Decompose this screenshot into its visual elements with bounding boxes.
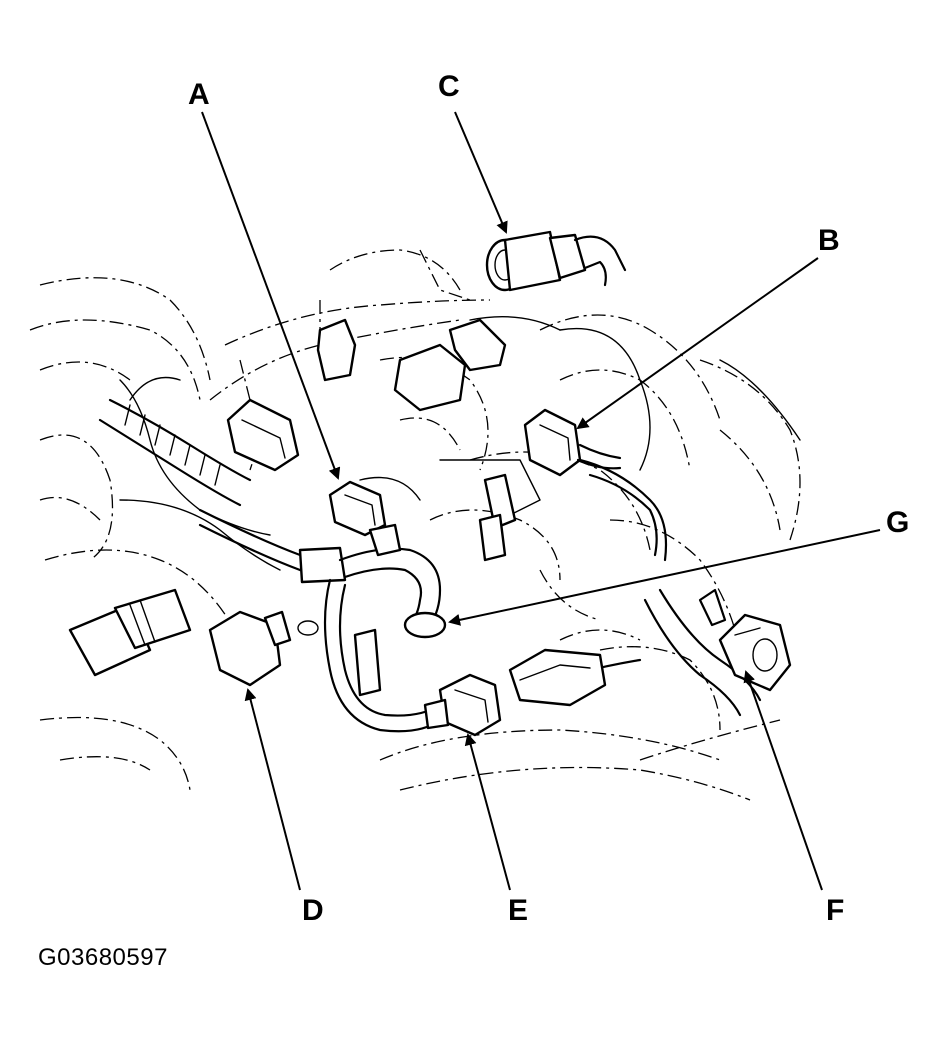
- connector-a: [328, 480, 402, 557]
- engine-details: [353, 473, 517, 697]
- leader-lines: [201, 111, 881, 891]
- callout-d: D: [302, 894, 324, 927]
- callout-c: C: [438, 70, 460, 103]
- callout-a: A: [188, 78, 210, 111]
- sensor-c: [485, 230, 627, 292]
- sensor-far-left: [68, 588, 192, 677]
- sensor-f: [718, 613, 792, 692]
- wire-harness: [98, 398, 762, 733]
- connector-d: [208, 610, 319, 687]
- callout-f: F: [826, 894, 845, 927]
- callout-e: E: [508, 894, 529, 927]
- connector-e: [423, 673, 502, 737]
- connector-e-mate: [508, 648, 607, 707]
- engine-background: [29, 249, 801, 801]
- connector-b: [523, 408, 622, 477]
- callout-g: G: [886, 506, 910, 539]
- engine-outline: [119, 316, 801, 571]
- figure-id: G03680597: [38, 944, 168, 971]
- callout-b: B: [818, 224, 840, 257]
- connector-left: [226, 398, 300, 472]
- connector-top-middle: [316, 318, 507, 412]
